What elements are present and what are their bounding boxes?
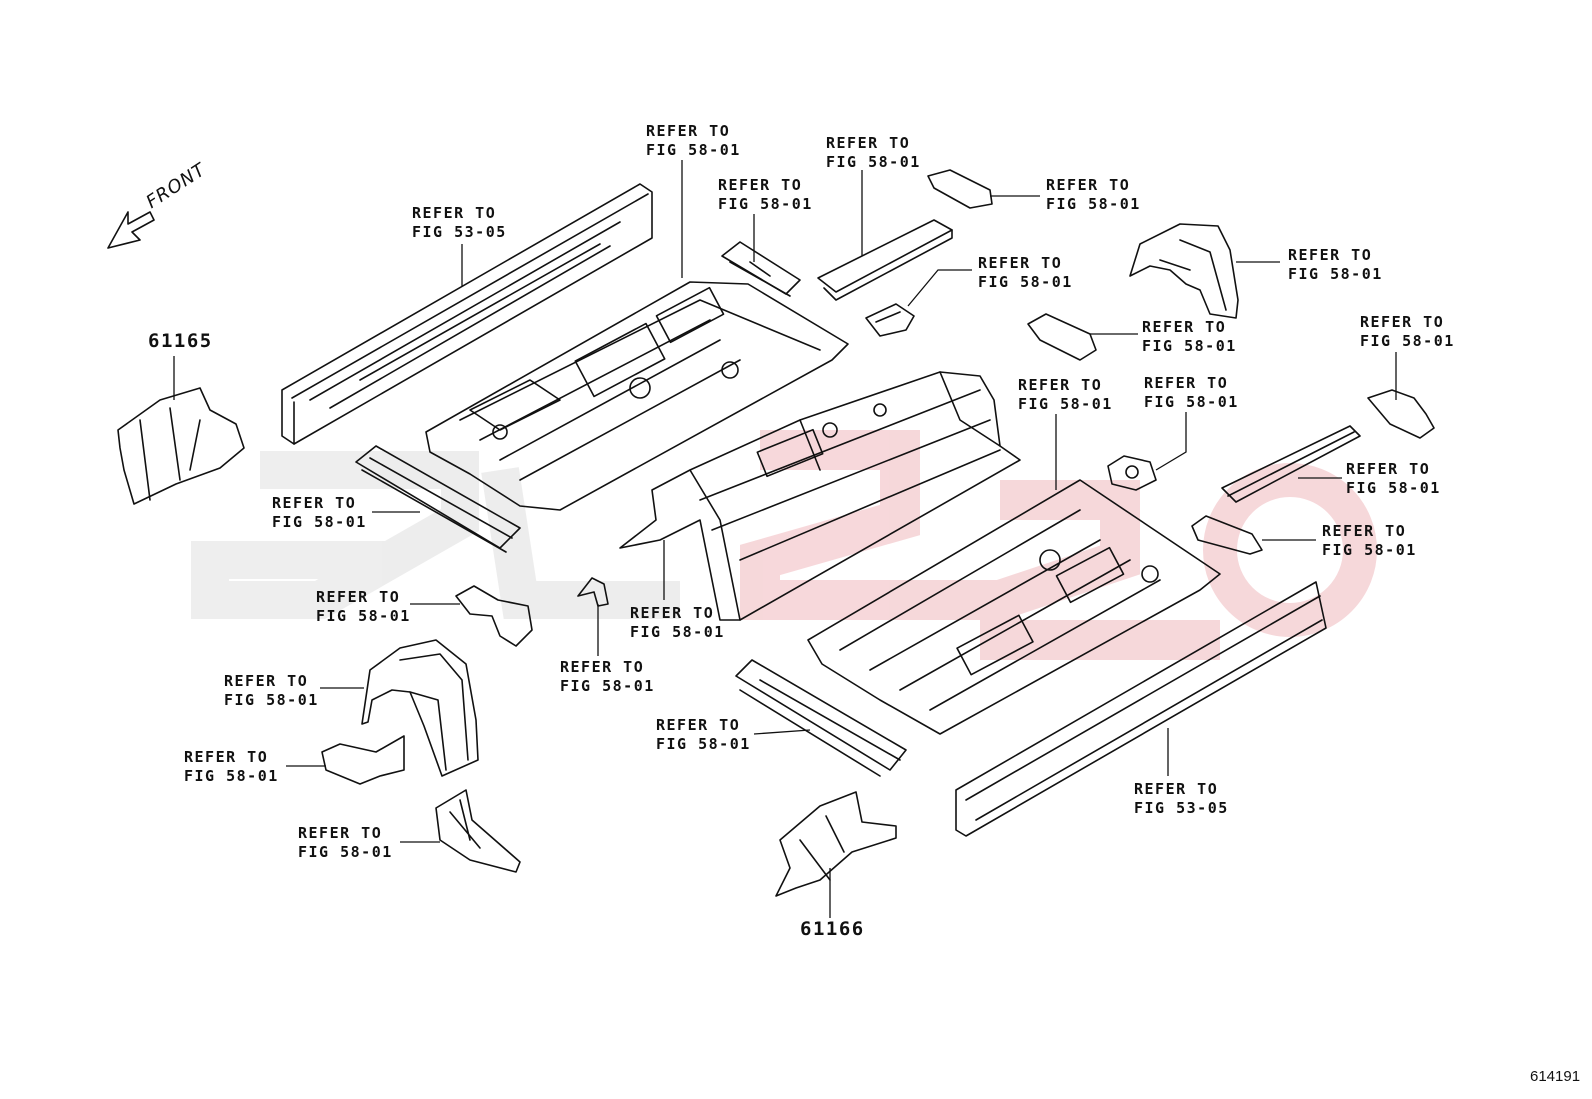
bracket-right-1 xyxy=(1027,313,1097,361)
part-number-61165[interactable]: 61165 xyxy=(148,330,213,352)
bracket-left-lower xyxy=(435,789,521,873)
diagram-id: 614191 xyxy=(1530,1068,1581,1085)
part-number-61166[interactable]: 61166 xyxy=(800,918,865,940)
center-tunnel-floor xyxy=(619,371,1021,621)
rear-floor-pan xyxy=(807,479,1221,735)
part-61165-shape xyxy=(117,387,245,505)
lower-center-crossmember xyxy=(735,659,907,777)
bracket-right-2 xyxy=(1107,455,1157,491)
right-rear-rail xyxy=(1221,425,1361,503)
bracket-top-1 xyxy=(721,241,801,297)
bracket-right-3 xyxy=(1367,389,1435,439)
left-wheelhouse xyxy=(361,639,479,777)
top-center-rail xyxy=(817,219,953,301)
front-arrow-icon xyxy=(107,211,155,249)
bracket-right-4 xyxy=(1191,515,1263,555)
part-61166-shape xyxy=(775,791,897,897)
right-rocker-rail xyxy=(955,581,1327,837)
bracket-mid-left xyxy=(455,585,533,647)
watermark-logo xyxy=(191,430,1377,660)
small-clip xyxy=(577,577,609,607)
small-plate xyxy=(865,303,915,337)
leader-lines xyxy=(173,160,1397,918)
left-rocker-rail xyxy=(281,183,653,445)
left-crossmember xyxy=(355,445,521,553)
right-wheelhouse xyxy=(1129,223,1239,319)
front-floor-pan xyxy=(425,281,849,511)
bracket-left-2 xyxy=(321,735,405,785)
bracket-top-2 xyxy=(927,169,993,209)
